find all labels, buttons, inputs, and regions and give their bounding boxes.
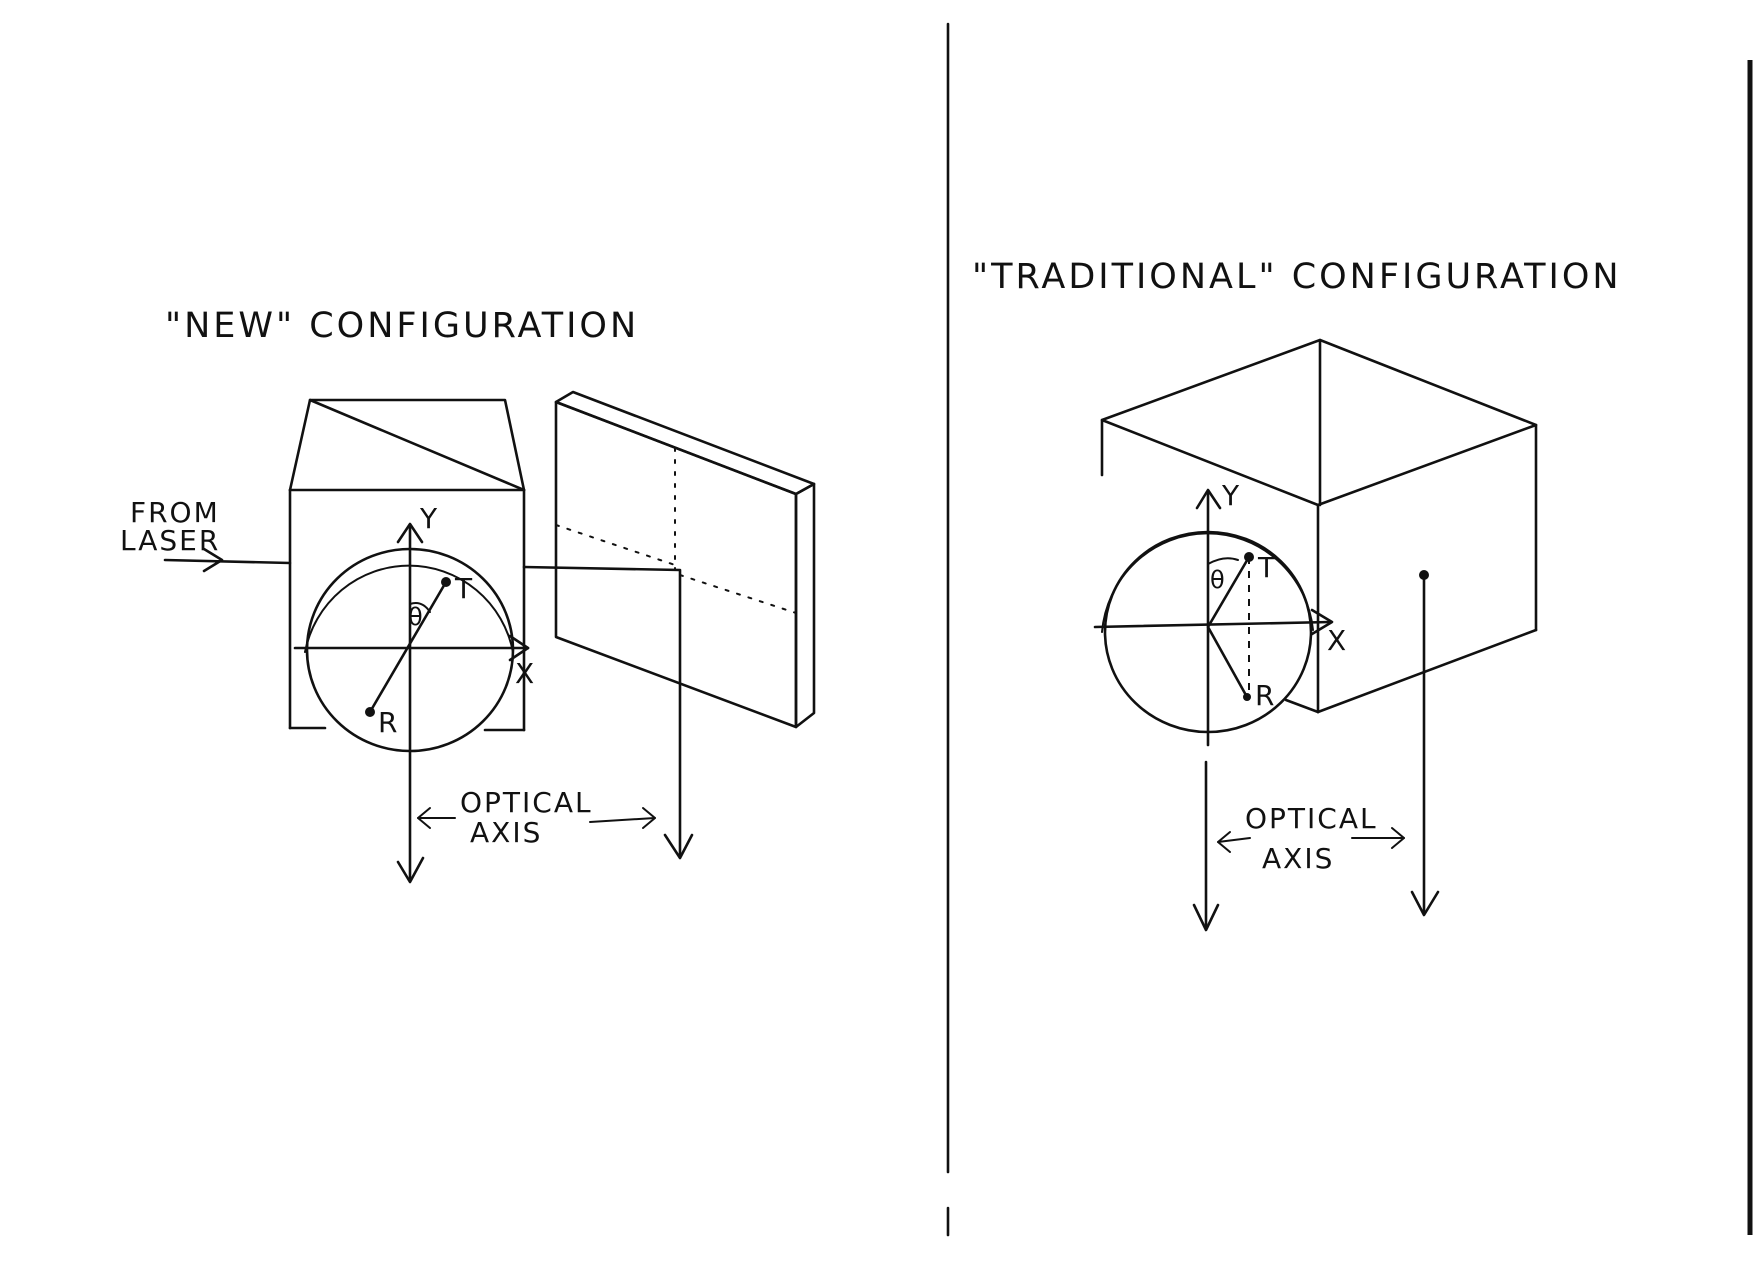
traditional-x-axis-label: X [1327,624,1346,657]
new-configuration-title: "NEW" CONFIGURATION [165,306,639,346]
beam-splitter-cube [288,398,526,732]
traditional-configuration-title: "TRADITIONAL" CONFIGURATION [972,257,1622,297]
new-configuration-diagram: "NEW" CONFIGURATION FROM LASER [120,306,816,884]
point-t [441,577,451,587]
laser-input-arrow [163,547,292,573]
optical-axis-label-line1: OPTICAL [460,786,593,819]
traditional-x-axis [1093,608,1334,636]
traditional-optical-axis-arrow-left [1217,831,1251,853]
traditional-point-r-label: R [1255,679,1274,712]
traditional-theta-label: θ [1210,566,1225,594]
theta-arc [409,602,431,613]
traditional-y-axis-label: Y [1221,479,1240,512]
output-beam-arrowhead [663,833,694,860]
x-axis-label: X [515,657,534,690]
output-beam [522,565,682,857]
t-r-line [368,580,448,714]
point-t-label: T [454,572,473,605]
traditional-t-r-line [1206,555,1251,699]
optical-axis-arrow-right [589,807,656,829]
traditional-point-t-label: T [1257,551,1276,584]
traditional-y-axis [1192,488,1222,932]
theta-label: θ [408,603,423,631]
traditional-point-r [1243,693,1251,701]
y-axis-label: Y [419,502,438,535]
x-axis [293,634,530,662]
optical-axis-arrow-left [417,807,456,829]
traditional-optical-axis-arrow-right [1351,827,1405,849]
traditional-optical-axis-label-line2: AXIS [1262,842,1334,875]
traditional-box [1100,338,1538,714]
from-laser-label-line1: FROM [130,496,220,529]
y-axis [396,522,425,884]
traditional-point-t [1244,552,1254,562]
point-r [365,707,375,717]
from-laser-label-line2: LASER [120,524,220,557]
output-beam-traditional-arrowhead [1410,890,1440,917]
optical-axis-label-line2: AXIS [470,816,542,849]
traditional-configuration-diagram: "TRADITIONAL" CONFIGURATION [972,257,1622,932]
point-r-label: R [378,706,397,739]
traditional-optical-axis-label-line1: OPTICAL [1245,802,1378,835]
screen-panel [554,390,816,729]
traditional-theta-arc [1207,557,1239,565]
